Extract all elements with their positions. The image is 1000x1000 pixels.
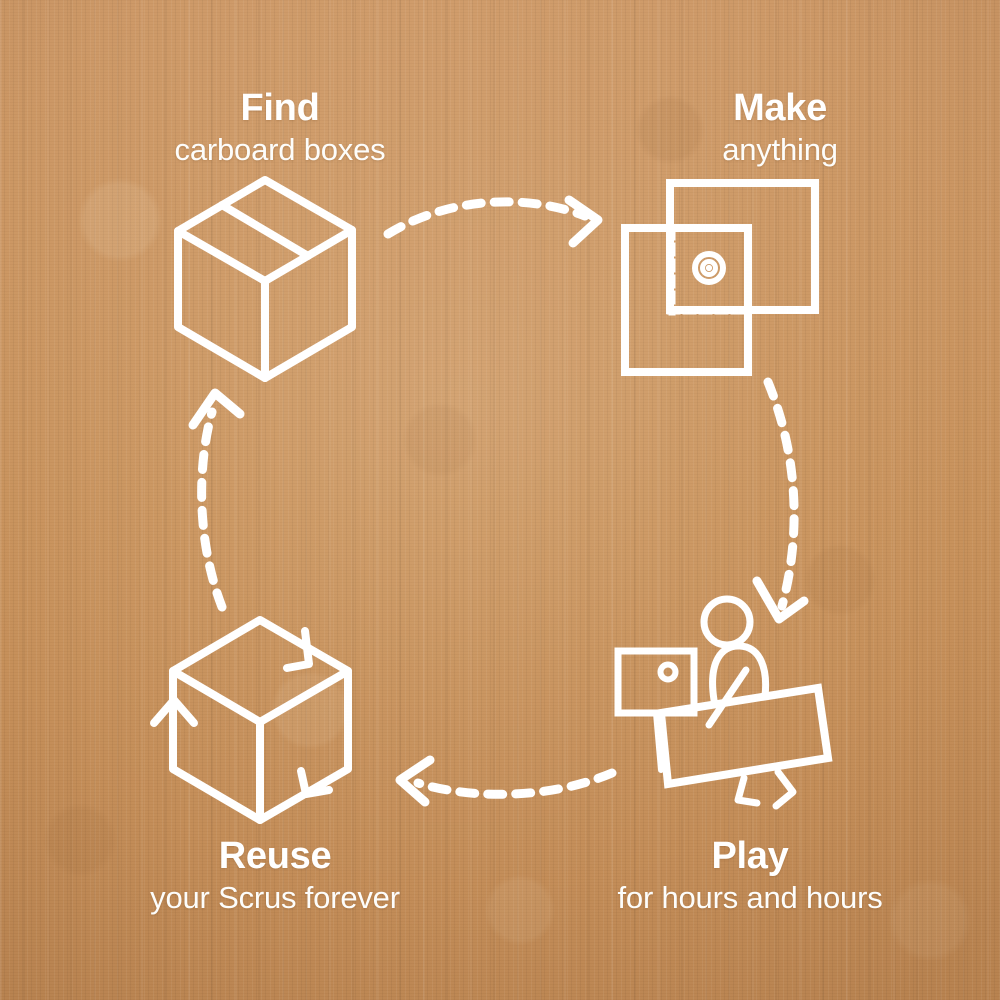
cardboard-box-icon: [174, 176, 356, 382]
child-playing-with-cardboard-icon: [614, 595, 833, 810]
step-subtitle-find: carboard boxes: [174, 132, 386, 168]
step-subtitle-play: for hours and hours: [617, 880, 883, 916]
target-rings-icon: [692, 251, 726, 285]
step-label-reuse: Reuse your Scrus forever: [55, 835, 495, 916]
step-label-make: Make anything: [565, 87, 995, 168]
overlapping-squares-target-icon: [621, 179, 819, 376]
arrow-play-to-reuse: [395, 755, 617, 807]
arrow-reuse-to-find: [188, 388, 245, 612]
step-subtitle-make: anything: [722, 132, 838, 168]
step-title-play: Play: [711, 835, 789, 877]
step-label-play: Play for hours and hours: [520, 835, 980, 916]
step-label-find: Find carboard boxes: [65, 87, 495, 168]
step-title-make: Make: [733, 87, 827, 129]
arrow-make-to-play: [752, 377, 809, 624]
step-subtitle-reuse: your Scrus forever: [150, 880, 400, 916]
step-title-find: Find: [240, 87, 320, 129]
arrow-find-to-make: [383, 195, 603, 248]
step-title-reuse: Reuse: [218, 835, 332, 877]
recycling-cube-icon: [150, 616, 352, 824]
